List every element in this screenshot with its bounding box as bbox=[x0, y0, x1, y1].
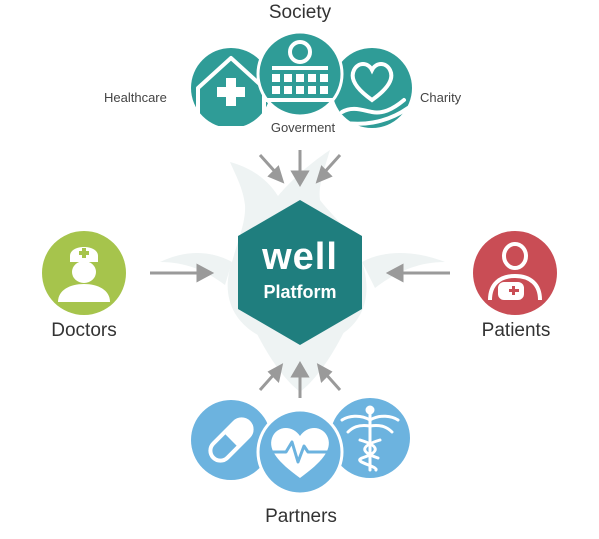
government-label: Goverment bbox=[270, 120, 336, 135]
government-circle[interactable] bbox=[256, 30, 344, 118]
hospital-building-icon bbox=[196, 56, 266, 130]
partners-label: Partners bbox=[265, 506, 337, 527]
heart-pulse-circle[interactable] bbox=[256, 408, 344, 496]
patients-circle[interactable] bbox=[473, 231, 557, 315]
pill-circle[interactable] bbox=[191, 400, 271, 480]
patients-label: Patients bbox=[481, 320, 551, 341]
heart-pulse-icon bbox=[271, 427, 330, 478]
doctors-circle[interactable] bbox=[42, 231, 126, 315]
charity-bg bbox=[332, 48, 412, 128]
heart-hand-icon bbox=[338, 62, 410, 126]
healthcare-circle[interactable] bbox=[191, 48, 271, 130]
patients-bg bbox=[473, 231, 557, 315]
platform-title: well bbox=[262, 236, 338, 278]
government-building-icon bbox=[266, 40, 334, 102]
platform-subtitle: Platform bbox=[263, 282, 337, 302]
hexagon-shape bbox=[238, 200, 362, 345]
society-label: Society bbox=[268, 2, 332, 23]
cross-horizontal bbox=[217, 87, 245, 97]
doctor-icon bbox=[58, 247, 110, 302]
side-arrows bbox=[150, 263, 450, 283]
charity-label: Charity bbox=[420, 90, 462, 105]
charity-circle[interactable] bbox=[332, 48, 412, 128]
healthcare-label: Healthcare bbox=[104, 90, 167, 105]
doctors-label: Doctors bbox=[51, 320, 117, 341]
patient-cross-v bbox=[512, 286, 515, 295]
caduceus-icon bbox=[340, 405, 400, 472]
caduceus-circle[interactable] bbox=[330, 398, 410, 478]
partners-icons bbox=[191, 398, 410, 496]
partners-arrows bbox=[258, 361, 342, 398]
well-platform-hexagon[interactable] bbox=[238, 200, 362, 345]
society-arrows bbox=[258, 150, 342, 187]
society-icons bbox=[191, 30, 412, 130]
pill-icon bbox=[208, 417, 254, 463]
